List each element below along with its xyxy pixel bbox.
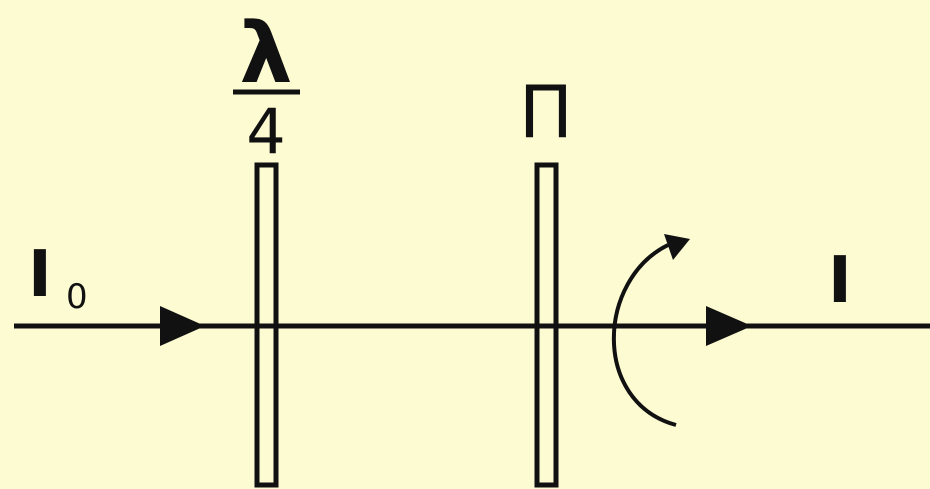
wavelength-denominator: 4 <box>246 95 285 168</box>
beam-arrow-icon-left <box>160 306 205 346</box>
input-intensity-symbol: I <box>28 238 52 312</box>
quarter-wave-plate <box>254 162 279 488</box>
output-intensity-symbol: I <box>828 244 852 318</box>
beam-arrow-icon-right <box>706 306 752 346</box>
input-intensity-subscript: 0 <box>66 277 88 317</box>
polarizer-plate <box>534 162 559 488</box>
rotation-arrow-icon <box>612 243 677 427</box>
wavelength-numerator: λ <box>239 4 292 102</box>
polarizer-label: П <box>519 70 573 154</box>
rotation-arrowhead-icon <box>664 234 690 260</box>
